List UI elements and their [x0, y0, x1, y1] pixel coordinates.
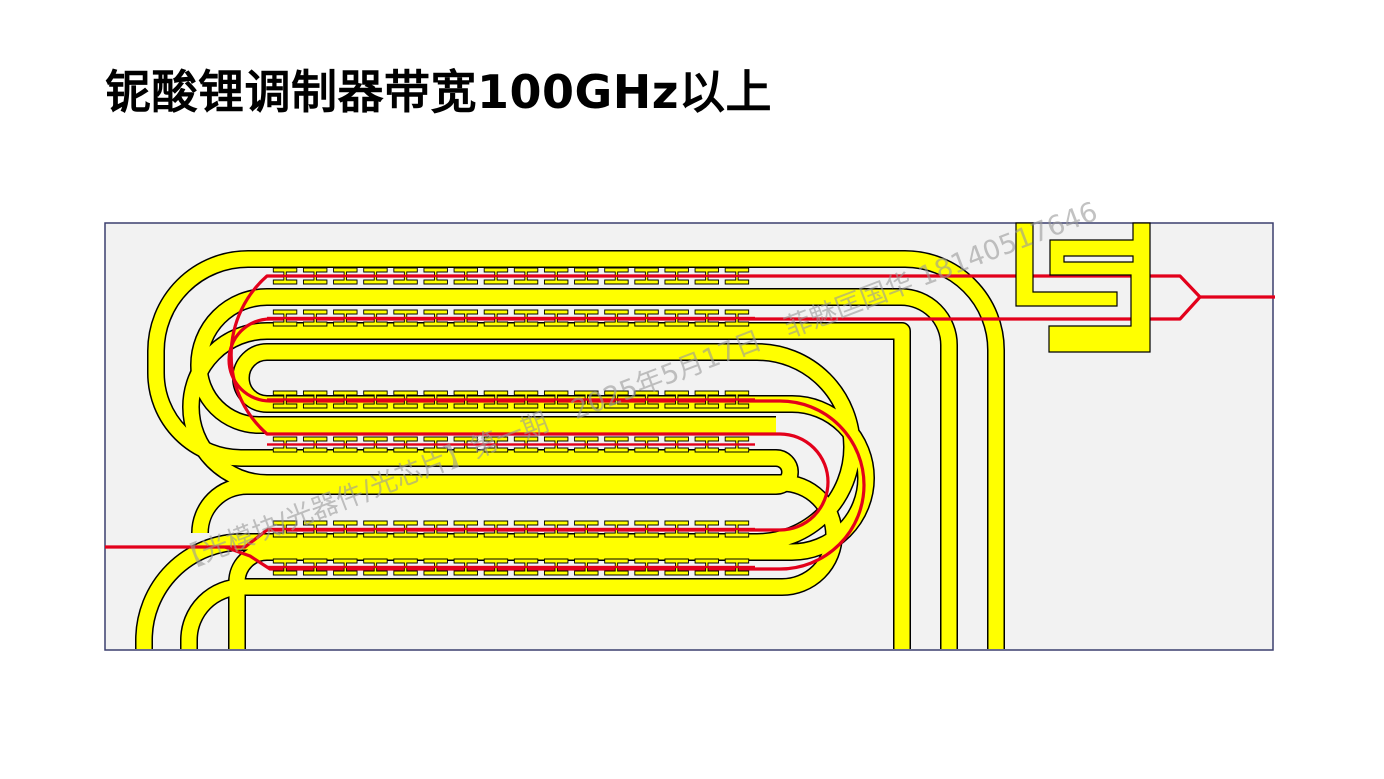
waveguide-segment: [267, 274, 755, 278]
electrode-ground-inner: [191, 289, 957, 649]
waveguide-segment: [267, 565, 755, 569]
waveguide-segment: [267, 443, 755, 446]
optical-waveguides: [105, 274, 1275, 571]
waveguide-segment: [267, 398, 755, 401]
coplanar-electrodes: [136, 251, 1004, 649]
dc-bias-pad: [1015, 222, 1151, 353]
electrode-ground-top: [148, 251, 1004, 649]
waveguide-arm-1: [105, 274, 1275, 549]
page-title: 铌酸锂调制器带宽100GHz以上: [105, 65, 773, 119]
waveguide-arm-2: [224, 295, 1202, 571]
waveguide-segment: [267, 527, 755, 531]
waveguide-segment: [267, 316, 755, 320]
t-segment-electrodes: [267, 267, 755, 576]
